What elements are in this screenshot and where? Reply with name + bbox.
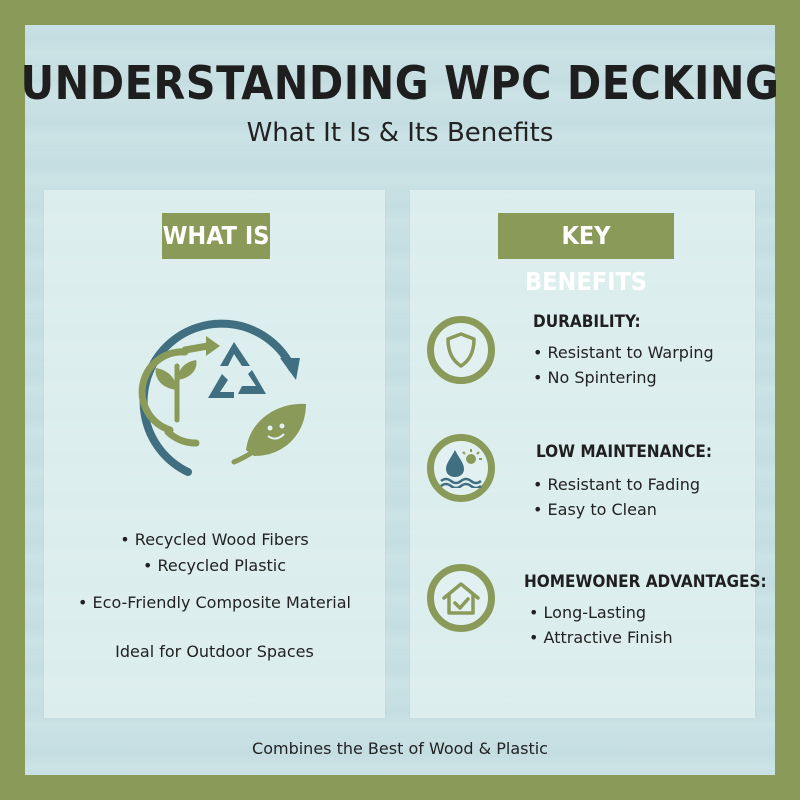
homeowner-icon-circle xyxy=(427,564,495,632)
benefit-item: • Easy to Clean xyxy=(533,500,657,519)
footer-tagline: Combines the Best of Wood & Plastic xyxy=(252,739,548,758)
low-maintenance-icon-circle xyxy=(427,434,495,502)
page-subtitle: What It Is & Its Benefits xyxy=(246,118,554,148)
benefit-item: • Resistant to Warping xyxy=(533,343,714,362)
what-is-heading: WHAT IS xyxy=(162,213,270,259)
benefit-item: • Attractive Finish xyxy=(529,628,673,647)
list-item: • Recycled Plastic xyxy=(142,556,287,575)
what-is-panel xyxy=(44,190,385,718)
recycling-cycle-icon xyxy=(138,319,306,476)
benefit-item: • Resistant to Fading xyxy=(533,475,701,494)
benefit-title: DURABILITY: xyxy=(533,312,641,332)
list-item: • Eco-Friendly Composite Material xyxy=(78,593,351,612)
benefit-item: • Long-Lasting xyxy=(529,603,647,622)
key-benefits-heading: KEY BENEFITS xyxy=(498,213,674,296)
benefit-item: • No Spintering xyxy=(533,368,657,387)
house-check-icon xyxy=(442,582,480,615)
benefit-title: LOW MAINTENANCE: xyxy=(536,442,712,462)
page-title: UNDERSTANDING WPC DECKING xyxy=(20,56,780,110)
water-drop-sun-icon xyxy=(440,449,482,488)
shield-icon xyxy=(446,332,476,368)
list-item: • Recycled Wood Fibers xyxy=(120,530,309,549)
durability-icon-circle xyxy=(427,316,495,384)
benefit-title: HOMEWONER ADVANTAGES: xyxy=(524,572,767,592)
what-is-note: Ideal for Outdoor Spaces xyxy=(115,642,314,661)
